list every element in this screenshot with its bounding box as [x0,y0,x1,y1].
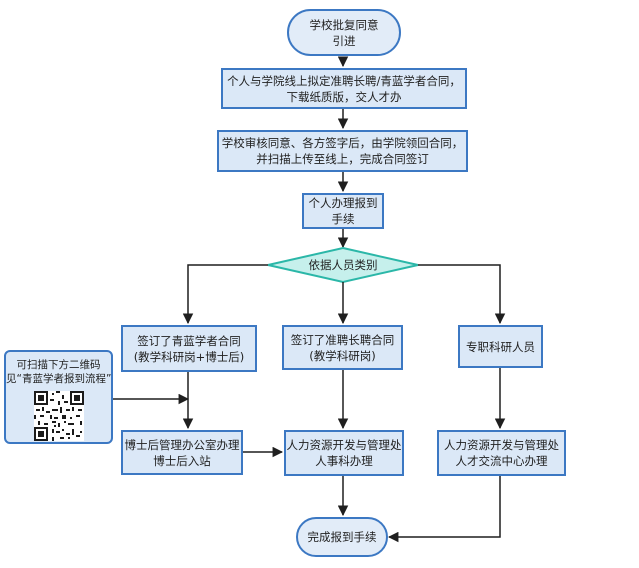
zhunpin-line-2: (教学科研岗) [309,348,376,363]
hr-personnel-node: 人力资源开发与管理处 人事科办理 [284,430,404,476]
hr-talent-line-2: 人才交流中心办理 [455,454,548,468]
report-line-2: 手续 [331,212,355,226]
end-line-1: 完成报到手续 [307,530,377,544]
draft-line-2: 下载纸质版，交人才办 [286,89,402,104]
qinglan-line-1: 签订了青蓝学者合同 [137,333,241,348]
start-line-1: 学校批复同意 [309,17,379,32]
qinglan-line-2: (教学科研岗+博士后) [133,349,245,364]
approve-line-2: 并扫描上传至线上，完成合同签订 [256,152,429,166]
postdoc-office-node: 博士后管理办公室办理 博士后入站 [121,430,243,475]
report-node: 个人办理报到 手续 [302,193,384,229]
arrow-decision-to-zhuanzhi [418,264,506,325]
hr-personnel-line-1: 人力资源开发与管理处 [286,438,402,452]
report-line-1: 个人办理报到 [308,196,378,210]
qr-note-line-2: 见“青蓝学者报到流程” [6,373,112,385]
hr-personnel-line-2: 人事科办理 [315,454,373,468]
end-node: 完成报到手续 [296,517,388,557]
arrow-hr-talent-to-end [387,476,501,543]
draft-line-1: 个人与学院线上拟定准聘长聘/青蓝学者合同， [227,73,461,88]
qr-note-line-1: 可扫描下方二维码 [16,359,101,371]
hr-talent-line-1: 人力资源开发与管理处 [444,438,559,452]
approve-sign-node: 学校审核同意、各方签字后，由学院领回合同， 并扫描上传至线上，完成合同签订 [217,130,468,172]
approve-line-1: 学校审核同意、各方签字后，由学院领回合同， [221,136,464,150]
zhuanzhi-researcher-node: 专职科研人员 [458,325,543,368]
zhunpin-line-1: 签订了准聘长聘合同 [290,332,395,347]
postdoc-line-2: 博士后入站 [153,453,211,468]
hr-talent-node: 人力资源开发与管理处 人才交流中心办理 [437,430,566,476]
start-node: 学校批复同意 引进 [287,9,401,56]
decision-label: 依据人员类别 [308,258,378,272]
draft-contract-node: 个人与学院线上拟定准聘长聘/青蓝学者合同， 下载纸质版，交人才办 [221,68,467,109]
zhuanzhi-line-1: 专职科研人员 [466,339,535,354]
zhunpin-contract-node: 签订了准聘长聘合同 (教学科研岗) [282,325,403,370]
qinglan-contract-node: 签订了青蓝学者合同 (教学科研岗+博士后) [121,325,257,372]
qr-code-image [33,391,84,441]
postdoc-line-1: 博士后管理办公室办理 [124,437,240,452]
start-line-2: 引进 [332,33,356,48]
qr-note-box: 可扫描下方二维码 见“青蓝学者报到流程” [4,350,113,444]
arrow-decision-to-qinglan [182,264,268,325]
